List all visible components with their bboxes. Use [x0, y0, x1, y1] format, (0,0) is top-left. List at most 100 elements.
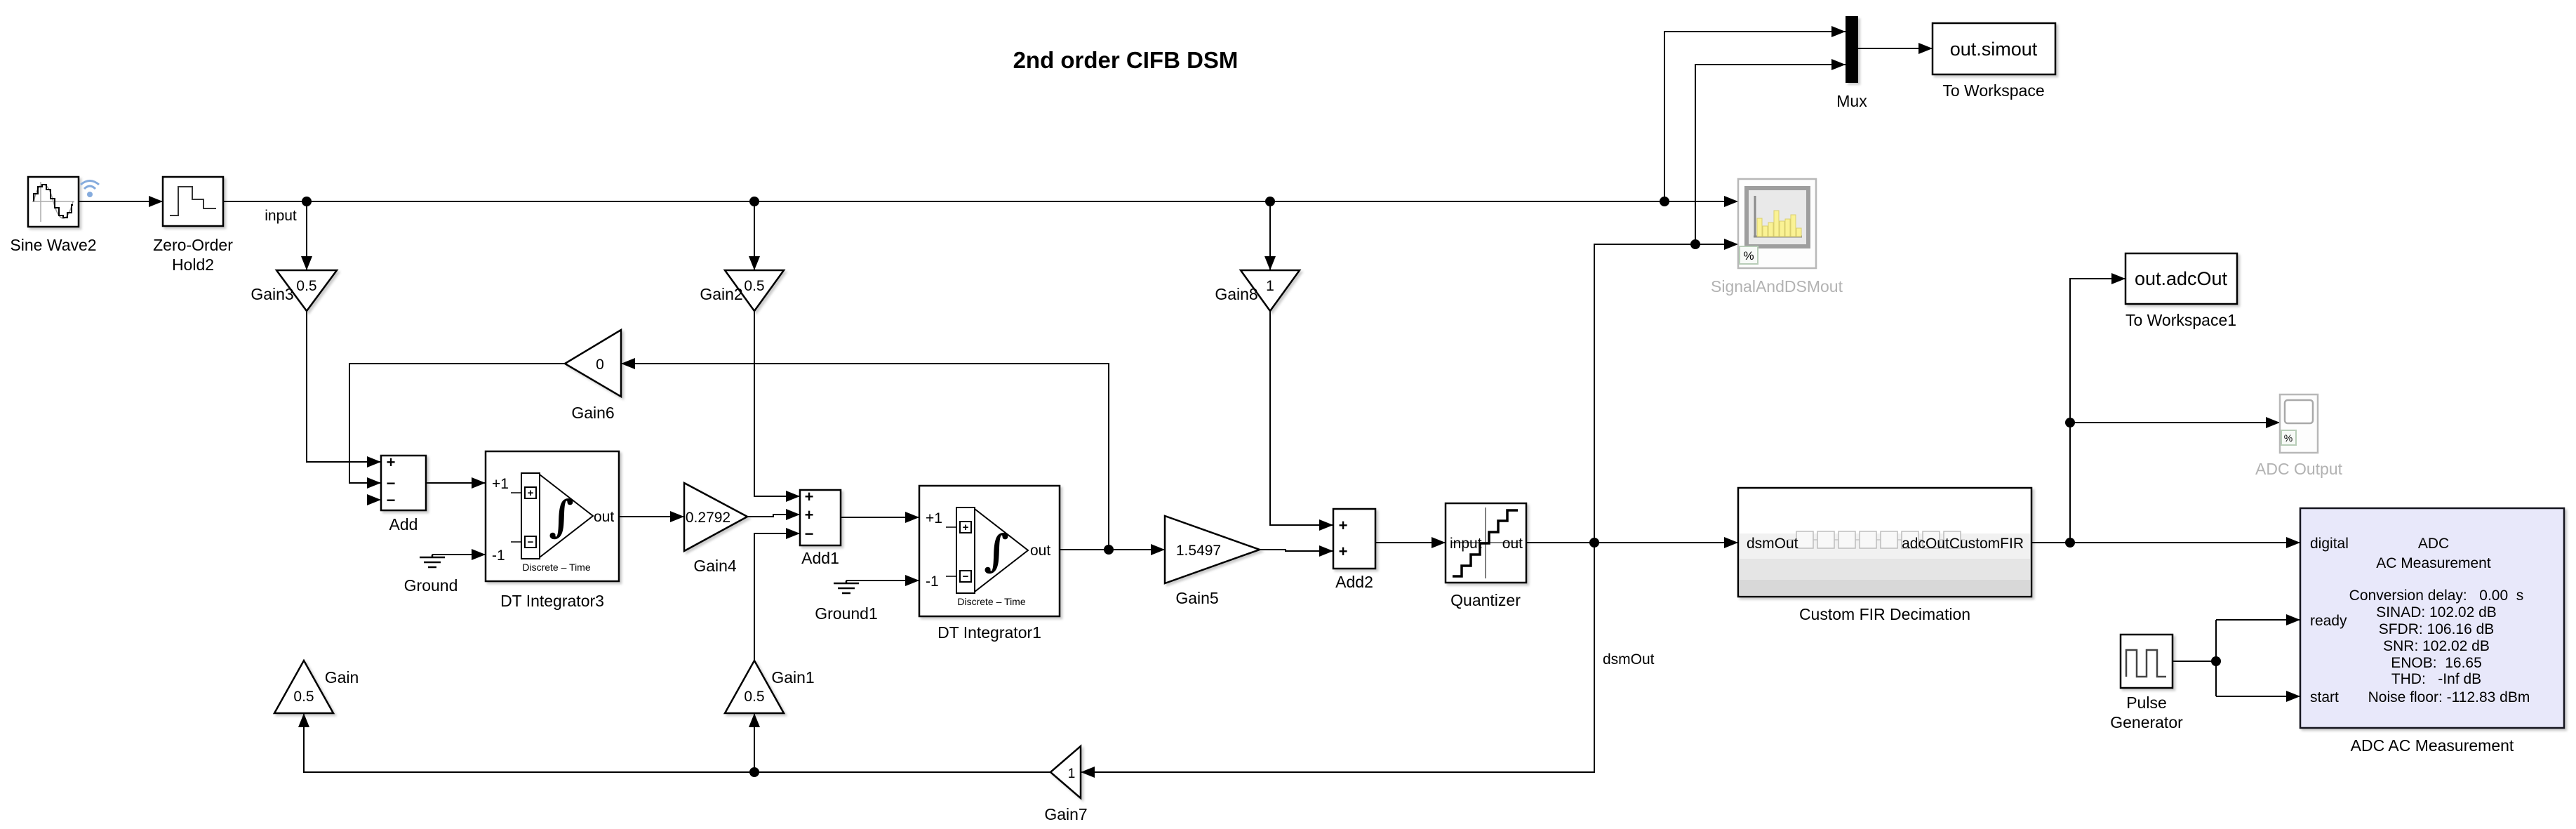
block-gain8[interactable]: 1 Gain8	[1215, 269, 1302, 313]
adc-title: AC Measurement	[2376, 555, 2491, 571]
block-signal-and-dsmout-scope[interactable]: % SignalAndDSMout	[1711, 178, 1843, 296]
block-gain1[interactable]: 0.5 Gain1	[723, 658, 815, 715]
block-label: Quantizer	[1450, 591, 1521, 609]
quantizer-icon	[1451, 508, 1521, 578]
zoh-icon	[170, 186, 216, 216]
svg-text:−: −	[963, 571, 969, 583]
wires	[79, 31, 2300, 773]
gain-value: 1.5497	[1176, 543, 1221, 559]
sum-sign: +	[805, 488, 814, 505]
block-adc-output-scope[interactable]: % ADC Output	[2255, 393, 2343, 478]
wire	[2069, 278, 2125, 543]
block-gain5[interactable]: 1.5497 Gain5	[1163, 515, 1262, 607]
workspace-variable: out.simout	[1950, 39, 2038, 60]
integrator-icon: + − ∫	[946, 507, 1029, 594]
svg-text:∫: ∫	[549, 491, 574, 542]
port-label: -1	[492, 548, 505, 564]
pulse-icon	[2125, 649, 2166, 678]
comment-through-badge: %	[1739, 246, 1759, 265]
block-label: Gain8	[1215, 285, 1257, 303]
wire	[349, 363, 565, 484]
wire-arrowheads	[149, 26, 2300, 778]
sum-sign: −	[805, 525, 814, 543]
gain-value: 0.5	[293, 689, 314, 705]
block-gain4[interactable]: 0.2792 Gain4	[683, 481, 749, 575]
block-gain[interactable]: 0.5 Gain	[272, 658, 359, 715]
block-dt-integrator3[interactable]: +1 -1 out + − ∫ Discrete – Time DT Integ…	[484, 450, 620, 610]
block-label: Gain7	[1044, 805, 1087, 823]
wire	[1664, 31, 1846, 201]
block-ground1[interactable]: Ground1	[815, 581, 878, 623]
measurement-row: ENOB: 16.65	[2391, 655, 2482, 671]
measurement-row: SINAD: 102.02 dB	[2376, 604, 2497, 621]
block-label: ADC Output	[2255, 460, 2343, 478]
block-gain6[interactable]: 0 Gain6	[563, 328, 622, 422]
sum-sign: +	[387, 453, 396, 471]
sine-wave-icon	[32, 182, 74, 222]
block-label: Add1	[801, 549, 839, 567]
block-custom-fir-decimation[interactable]: dsmOut adcOutCustomFIR Custom FIR Decima…	[1737, 486, 2033, 623]
gain-value: 1	[1266, 278, 1274, 294]
sum-sign: +	[1339, 543, 1348, 560]
integrator-caption: Discrete – Time	[957, 596, 1025, 607]
block-add[interactable]: + − − Add	[380, 453, 427, 533]
port-label: out	[594, 509, 614, 525]
port-label: dsmOut	[1747, 536, 1798, 552]
signal-label-dsmout: dsmOut	[1603, 651, 1655, 668]
port-label: +1	[926, 510, 942, 526]
block-label: DT Integrator1	[937, 623, 1041, 642]
integrator-caption: Discrete – Time	[522, 562, 590, 573]
block-zero-order-hold2[interactable]: Zero-Order Hold2	[153, 175, 233, 274]
port-label-digital: digital	[2310, 536, 2349, 552]
block-add2[interactable]: + + Add2	[1332, 508, 1377, 591]
fir-taps-icon	[1788, 531, 1965, 549]
block-label: Ground	[404, 576, 458, 595]
block-label: Gain6	[571, 404, 614, 422]
block-to-workspace[interactable]: out.simout To Workspace	[1931, 22, 2057, 100]
block-quantizer[interactable]: input out Quantizer	[1444, 502, 1528, 609]
block-dt-integrator1[interactable]: +1 -1 out + − ∫ Discrete – Time DT Integ…	[918, 484, 1061, 642]
block-label: Pulse	[2126, 694, 2167, 712]
block-sine-wave2[interactable]: Sine Wave2	[10, 175, 100, 254]
block-label: ADC AC Measurement	[2351, 736, 2514, 755]
svg-text:−: −	[528, 536, 534, 548]
gain-value: 0.5	[744, 278, 764, 294]
block-pulse-generator[interactable]: Pulse Generator	[2110, 633, 2183, 731]
measurement-row: SNR: 102.02 dB	[2383, 638, 2490, 654]
block-label: Gain	[325, 668, 359, 687]
block-add1[interactable]: + + − Add1	[799, 488, 842, 567]
block-label: Custom FIR Decimation	[1799, 605, 1970, 623]
port-label: adcOutCustomFIR	[1902, 536, 2024, 552]
measurement-row: THD: -Inf dB	[2391, 671, 2481, 687]
svg-text:%: %	[1743, 249, 1754, 263]
block-gain3[interactable]: 0.5 Gain3	[251, 269, 339, 313]
wireless-logging-icon	[80, 180, 100, 197]
adc-title: ADC	[2418, 536, 2449, 552]
block-adc-ac-measurement[interactable]: digital ready start ADC AC Measurement C…	[2299, 507, 2565, 755]
measurement-row-noise-floor: Noise floor: -112.83 dBm	[2368, 689, 2530, 705]
svg-text:∫: ∫	[984, 525, 1009, 576]
block-label: Add	[389, 515, 418, 533]
block-ground[interactable]: Ground	[404, 555, 458, 595]
block-label: SignalAndDSMout	[1711, 277, 1843, 296]
block-gain2[interactable]: 0.5 Gain2	[700, 269, 786, 313]
wire	[1594, 244, 1738, 543]
workspace-variable: out.adcOut	[2135, 268, 2228, 289]
signal-label-input: input	[265, 208, 297, 224]
scope-screen-icon	[2283, 399, 2314, 425]
wire-junctions	[302, 197, 2221, 777]
block-label: Zero-Order	[153, 236, 233, 254]
ground-icon	[420, 555, 445, 569]
block-label: Ground1	[815, 604, 878, 623]
wire	[1260, 549, 1333, 552]
svg-text:+: +	[528, 487, 534, 499]
block-gain7[interactable]: 1 Gain7	[1044, 744, 1088, 823]
block-to-workspace1[interactable]: out.adcOut To Workspace1	[2124, 252, 2238, 329]
sum-sign: −	[387, 475, 396, 492]
block-mux[interactable]: Mux	[1836, 16, 1867, 110]
block-label: Gain1	[771, 668, 814, 687]
block-label: DT Integrator3	[500, 592, 604, 610]
ground-icon	[834, 581, 859, 595]
block-label: Mux	[1836, 92, 1867, 110]
